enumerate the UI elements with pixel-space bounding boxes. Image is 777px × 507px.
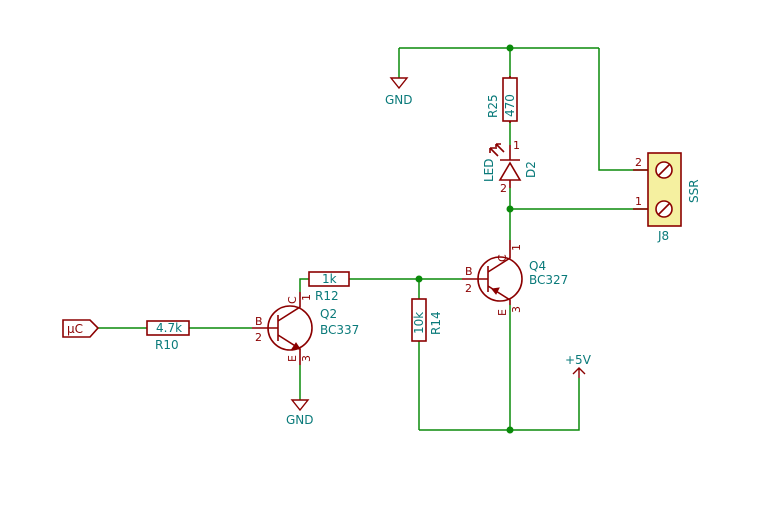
q2-pin-3: 3 [300, 355, 313, 362]
connector-j8[interactable]: 2 1 J8 SSR [633, 152, 701, 243]
q2-pin-b: B [255, 315, 263, 328]
d2-ref: D2 [524, 161, 538, 178]
j8-pin1: 1 [635, 195, 642, 208]
wire-right-down [598, 48, 648, 171]
j8-value: SSR [687, 179, 701, 203]
junction-j8-pin1 [506, 205, 514, 213]
transistor-q2[interactable]: B 2 C 1 E 3 Q2 BC337 [252, 292, 359, 365]
r14-value: 10k [412, 312, 426, 334]
d2-pin2: 2 [500, 182, 507, 195]
j8-pin2: 2 [635, 156, 642, 169]
junction-top [506, 44, 514, 52]
q4-pin-1: 1 [510, 244, 523, 251]
q4-pin-c: C [496, 254, 509, 262]
r10-ref: R10 [155, 338, 179, 352]
q2-pin-e: E [286, 355, 299, 362]
q4-pin-b: B [465, 265, 473, 278]
d2-value: LED [482, 158, 496, 182]
resistor-r10[interactable]: 4.7k R10 [146, 320, 190, 352]
r12-ref: R12 [315, 289, 339, 303]
input-label-text: μC [67, 322, 83, 336]
r25-value: 470 [503, 94, 517, 117]
vcc-5v-symbol: +5V [565, 353, 592, 378]
vcc-label: +5V [565, 353, 592, 367]
resistor-r14[interactable]: 10k R14 [411, 298, 443, 342]
q2-ref: Q2 [320, 307, 337, 321]
r25-ref: R25 [486, 94, 500, 118]
r12-value: 1k [322, 272, 337, 286]
junctions [415, 44, 514, 434]
led-d2[interactable]: 1 2 D2 LED [482, 139, 538, 195]
transistor-q4[interactable]: B 2 C 1 E 3 Q4 BC327 [462, 240, 568, 316]
q4-pin-3: 3 [510, 306, 523, 313]
q4-pin-e: E [496, 309, 509, 316]
resistor-r12[interactable]: 1k R12 [308, 271, 350, 303]
junction-base-node [415, 275, 423, 283]
wire-q2c-to-r12 [299, 278, 309, 292]
q2-pin-c: C [286, 296, 299, 304]
q4-pin-2: 2 [465, 282, 472, 295]
q4-value: BC327 [529, 273, 568, 287]
gnd-top-symbol: GND [385, 77, 413, 107]
gnd-top-label: GND [385, 93, 413, 107]
r10-value: 4.7k [156, 321, 182, 335]
q2-pin-2: 2 [255, 331, 262, 344]
resistor-r25[interactable]: R25 470 [486, 76, 518, 123]
wire-bottom-rail [419, 378, 580, 431]
gnd-bottom-label: GND [286, 413, 314, 427]
q2-pin-1: 1 [300, 294, 313, 301]
q2-value: BC337 [320, 323, 359, 337]
gnd-bottom-symbol: GND [286, 399, 314, 427]
d2-pin1: 1 [513, 139, 520, 152]
wires [98, 47, 648, 431]
j8-ref: J8 [657, 229, 669, 243]
q4-ref: Q4 [529, 259, 546, 273]
r14-ref: R14 [429, 311, 443, 335]
input-label-uc[interactable]: μC [62, 319, 100, 338]
junction-bottom [506, 426, 514, 434]
